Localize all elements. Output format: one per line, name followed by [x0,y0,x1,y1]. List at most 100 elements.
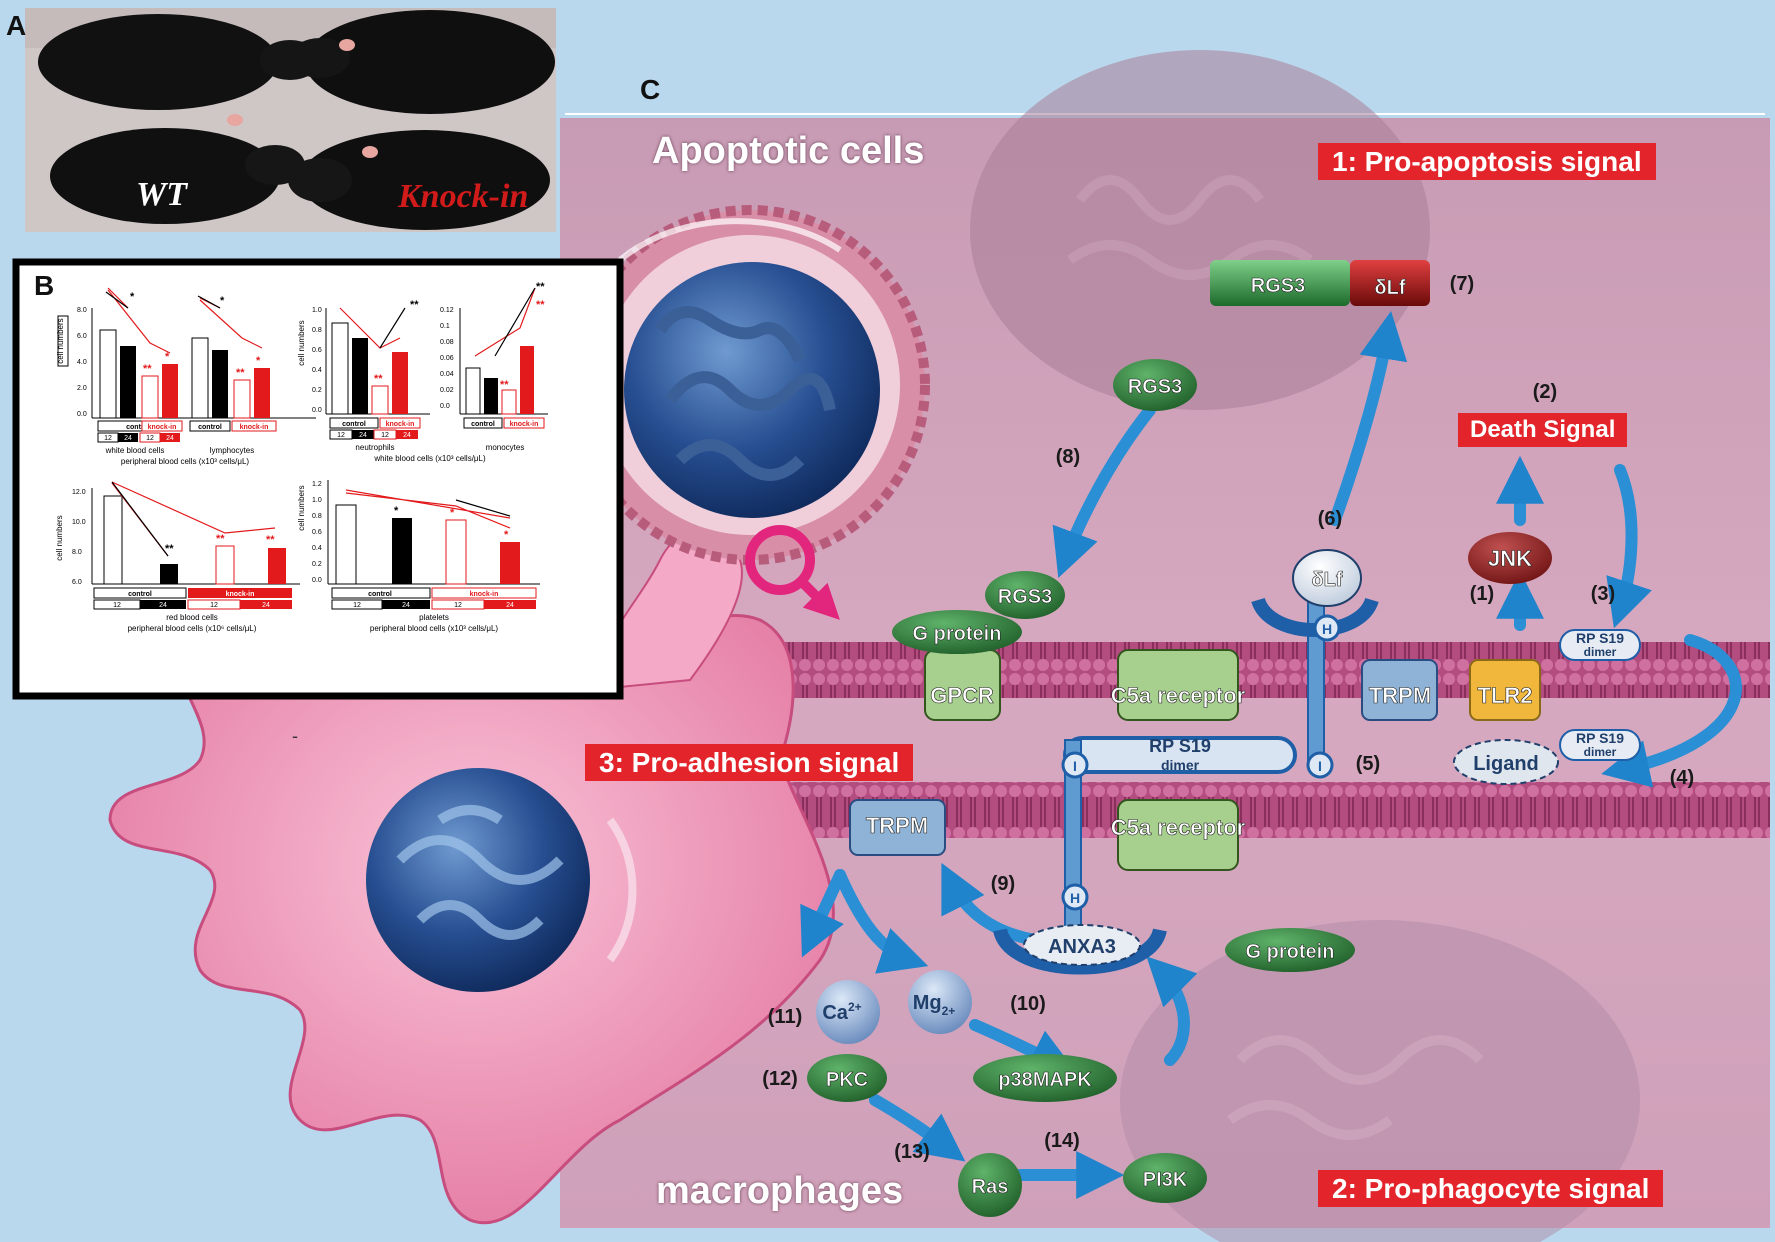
tick: 0.2 [312,561,322,568]
sig: ** [410,299,419,311]
tick: 0.6 [312,529,322,536]
group: knock-in [470,591,499,598]
tp: 24 [124,435,132,442]
cell-label: white blood cells [105,446,165,455]
tick: 12.0 [72,489,86,496]
sig: ** [500,379,509,391]
tick: 0.08 [440,339,454,346]
sig: * [165,351,170,363]
chart-wbc: cell numbers 8.0 6.0 4.0 2.0 0.0 * * ** … [56,287,316,466]
sig: * [450,507,455,519]
tp: 12 [210,602,218,609]
tick: 6.0 [72,579,82,586]
axis-title: peripheral blood cells (x10⁶ cells/μL) [128,624,257,633]
tick: 1.0 [312,307,322,314]
tick: 1.0 [312,497,322,504]
tp: 12 [454,602,462,609]
sig: * [394,505,399,517]
tick: 0.2 [312,387,322,394]
dash-mark: - [292,726,298,746]
group: control [342,421,366,428]
tp: 12 [113,602,121,609]
axis-title: peripheral blood cells (x10³ cells/μL) [121,457,250,466]
tick: 6.0 [77,333,87,340]
pathway-arrows [800,311,1742,1199]
tick: 0.8 [312,327,322,334]
tp: 24 [159,602,167,609]
sig: * [220,295,225,307]
chart-panel-frame [12,258,624,700]
group: knock-in [510,421,539,428]
sig: ** [165,543,174,555]
ylabel: cell numbers [297,320,306,365]
tick: 0.02 [440,387,454,394]
tp: 24 [359,432,367,439]
sig: * [504,529,509,541]
signal2-ribbon: 2: Pro-phagocyte signal [1318,1170,1664,1207]
tp: 12 [337,432,345,439]
axis-title: white blood cells (x10³ cells/μL) [373,454,486,463]
chart-wbc-ylabel: cell numbers [56,318,65,363]
group: knock-in [386,421,415,428]
tick: 0.8 [312,513,322,520]
ylabel: cell numbers [55,515,64,560]
panel-label-b: B [34,270,55,301]
ylabel: cell numbers [297,485,306,530]
signal1-ribbon: 1: Pro-apoptosis signal [1318,143,1656,180]
tp: 12 [353,602,361,609]
tick: 8.0 [72,549,82,556]
mouse-photo [25,8,556,232]
tp: 24 [166,435,174,442]
sig: * [130,291,135,303]
sig: ** [374,373,383,385]
sig: ** [216,533,225,545]
group: knock-in [226,591,255,598]
tick: 2.0 [77,385,87,392]
apoptotic-cells-title: Apoptotic cells [652,130,925,172]
tick: 0.12 [440,307,454,314]
tp: 24 [262,602,270,609]
group: knock-in [148,424,177,431]
tick: 0.04 [440,371,454,378]
panel-label-c: C [640,74,661,105]
tick: 0.1 [440,323,450,330]
macrophage-cell [108,529,835,1225]
tick: 4.0 [77,359,87,366]
group: control [471,421,495,428]
tick: 0.0 [440,403,450,410]
signal3-ribbon: 3: Pro-adhesion signal [585,744,914,781]
tick: 0.4 [312,367,322,374]
tick: 10.0 [72,519,86,526]
magnifier-icon [745,525,840,620]
tp: 12 [146,435,154,442]
sig: ** [536,299,545,311]
death-signal-label: Death Signal [1458,413,1628,447]
chart-neutrophils-monocytes: cell numbers 1.0 0.8 0.6 0.4 0.2 0.0 0.1… [297,281,548,463]
tick: 0.06 [440,355,454,362]
tick: 8.0 [77,307,87,314]
cell-label: neutrophils [355,443,394,452]
chart-platelets: cell numbers 1.2 1.0 0.8 0.6 0.4 0.2 0.0… [297,480,540,633]
axis-title: peripheral blood cells (x10³ cells/μL) [370,624,499,633]
tick: 1.2 [312,481,322,488]
group: control [368,591,392,598]
sig: ** [236,367,245,379]
sig: ** [143,363,152,375]
panel-label-a: A [6,10,27,41]
cell-label: red blood cells [166,613,218,622]
macrophages-title: macrophages [656,1170,904,1212]
knock-in-label: Knock-in [398,178,529,215]
tick: 0.0 [312,407,322,414]
cell-label: platelets [419,613,449,622]
rgs3-dlf-fusion [1210,260,1430,306]
cell-label: lymphocytes [210,446,254,455]
group: control [126,424,150,431]
group: control [198,424,222,431]
chart-rbc: cell numbers 12.0 10.0 8.0 6.0 ** ** ** … [55,481,300,633]
group: control [128,591,152,598]
cell-label: monocytes [486,443,525,452]
tick: 0.0 [77,411,87,418]
sig: ** [266,534,275,546]
